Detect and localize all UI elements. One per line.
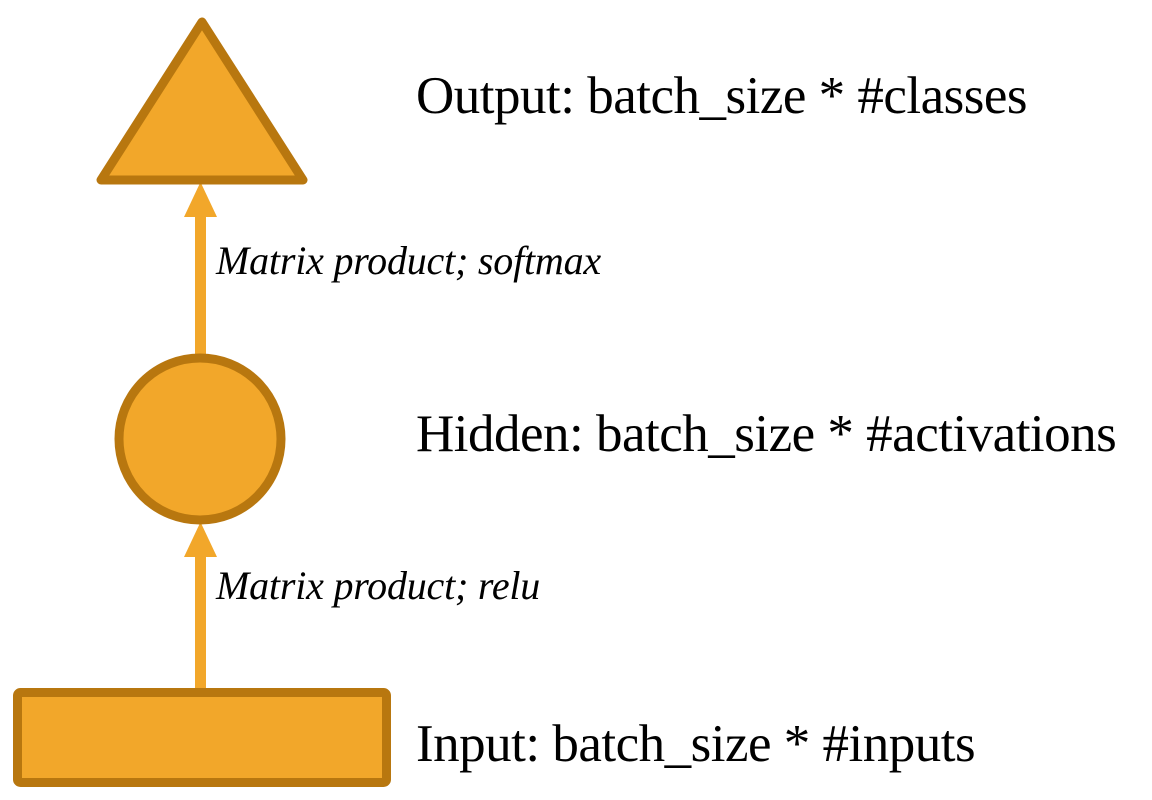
node-shape-hidden-circle: [114, 353, 286, 525]
node-label-output: Output: batch_size * #classes: [416, 67, 1028, 125]
edge-label-input-to-hidden: Matrix product; relu: [216, 563, 541, 608]
edge-label-hidden-to-output: Matrix product; softmax: [216, 238, 601, 283]
node-shape-input-rectangle: [13, 688, 391, 787]
arrow-hidden-to-output: [184, 182, 217, 358]
arrow-input-to-hidden: [184, 522, 217, 690]
node-label-hidden: Hidden: batch_size * #activations: [416, 405, 1117, 463]
node-label-input: Input: batch_size * #inputs: [416, 715, 976, 773]
node-shape-output-triangle: [96, 17, 308, 185]
